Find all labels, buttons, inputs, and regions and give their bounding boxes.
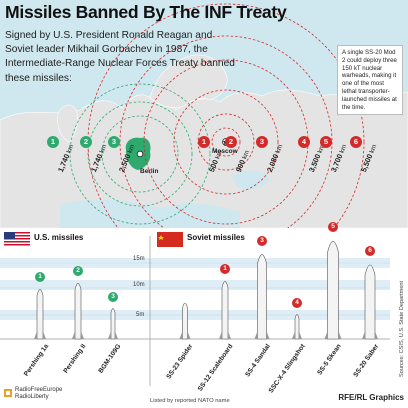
soviet-missile-4 bbox=[294, 314, 300, 340]
range-ring-4 bbox=[211, 127, 241, 157]
range-ring-8 bbox=[119, 35, 333, 228]
range-badge-3: 3 bbox=[108, 136, 120, 148]
soviet-missile-1-fins bbox=[179, 331, 191, 339]
range-badge-2: 2 bbox=[80, 136, 92, 148]
mediterranean bbox=[60, 199, 240, 228]
soviet-missile-5 bbox=[327, 241, 339, 340]
soviet-missile-2 bbox=[221, 281, 229, 340]
range-ring-6 bbox=[173, 89, 279, 195]
soviet-missile-badge-5: 5 bbox=[328, 222, 338, 232]
scale-10m: 10m bbox=[133, 282, 145, 288]
soviet-missile-5-fins bbox=[324, 331, 342, 339]
us-missile-3 bbox=[110, 308, 116, 340]
range-badge-4: 1 bbox=[198, 136, 210, 148]
soviet-missile-badge-6: 6 bbox=[365, 246, 375, 256]
soviet-flag-icon bbox=[157, 232, 183, 247]
us-flag-icon bbox=[4, 232, 30, 247]
soviet-missile-badge-4: 4 bbox=[292, 298, 302, 308]
berlin-marker bbox=[136, 150, 144, 158]
us-missile-1-fins bbox=[34, 331, 46, 339]
soviet-missile-badge-3: 3 bbox=[257, 236, 267, 246]
nato-name-note: Listed by reported NATO name bbox=[150, 398, 230, 404]
berlin-label: Berlin bbox=[140, 168, 159, 175]
soviet-missile-6 bbox=[364, 264, 376, 340]
scale-band-10m bbox=[0, 280, 390, 290]
soviet-missile-6-fins bbox=[362, 331, 378, 339]
missile-comparison: U.S. missiles Soviet missiles 15m 10m 5m… bbox=[0, 222, 408, 408]
scale-5m: 5m bbox=[136, 312, 145, 318]
scale-15m: 15m bbox=[133, 256, 145, 262]
page-title: Missiles Banned By The INF Treaty bbox=[5, 2, 287, 22]
range-badge-5: 2 bbox=[225, 136, 237, 148]
us-missile-badge-2: 2 bbox=[73, 266, 83, 276]
ss20-callout: A single SS-20 Mod 2 could deploy three … bbox=[337, 45, 403, 116]
soviet-missile-3-fins bbox=[254, 331, 270, 339]
range-badge-8: 5 bbox=[320, 136, 332, 148]
sources-note: Sources: CSIS, U.S. State Department bbox=[399, 280, 405, 377]
range-badge-6: 3 bbox=[256, 136, 268, 148]
britain bbox=[57, 104, 78, 143]
us-missile-badge-1: 1 bbox=[35, 272, 45, 282]
intro-text: Signed by U.S. President Ronald Reagan a… bbox=[5, 30, 235, 84]
missile-drawing bbox=[0, 228, 408, 386]
soviet-section-label: Soviet missiles bbox=[187, 233, 245, 242]
range-badge-7: 4 bbox=[298, 136, 310, 148]
us-missile-2-fins bbox=[72, 331, 84, 339]
us-missile-1 bbox=[36, 289, 44, 340]
soviet-missile-2-fins bbox=[219, 331, 231, 339]
us-section-label: U.S. missiles bbox=[34, 233, 84, 242]
range-ring-3 bbox=[69, 83, 211, 225]
range-ring-1 bbox=[101, 115, 179, 193]
brand-credit: RFE/RL Graphics bbox=[338, 393, 404, 402]
soviet-missile-badge-2: 1 bbox=[220, 264, 230, 274]
us-missile-3-fins bbox=[108, 331, 118, 339]
soviet-missile-4-fins bbox=[292, 331, 302, 339]
rferl-logo-icon bbox=[4, 389, 12, 397]
us-missile-2 bbox=[74, 283, 82, 340]
us-missile-badge-3: 3 bbox=[108, 292, 118, 302]
scandinavia bbox=[149, 54, 228, 108]
black-sea bbox=[232, 170, 270, 190]
soviet-missile-1 bbox=[182, 302, 188, 340]
range-badge-9: 6 bbox=[350, 136, 362, 148]
moscow-label: Moscow bbox=[212, 148, 238, 155]
missile-silhouettes bbox=[34, 241, 378, 340]
range-badge-1: 1 bbox=[47, 136, 59, 148]
soviet-missile-3 bbox=[257, 254, 267, 340]
range-ring-2 bbox=[87, 101, 193, 207]
